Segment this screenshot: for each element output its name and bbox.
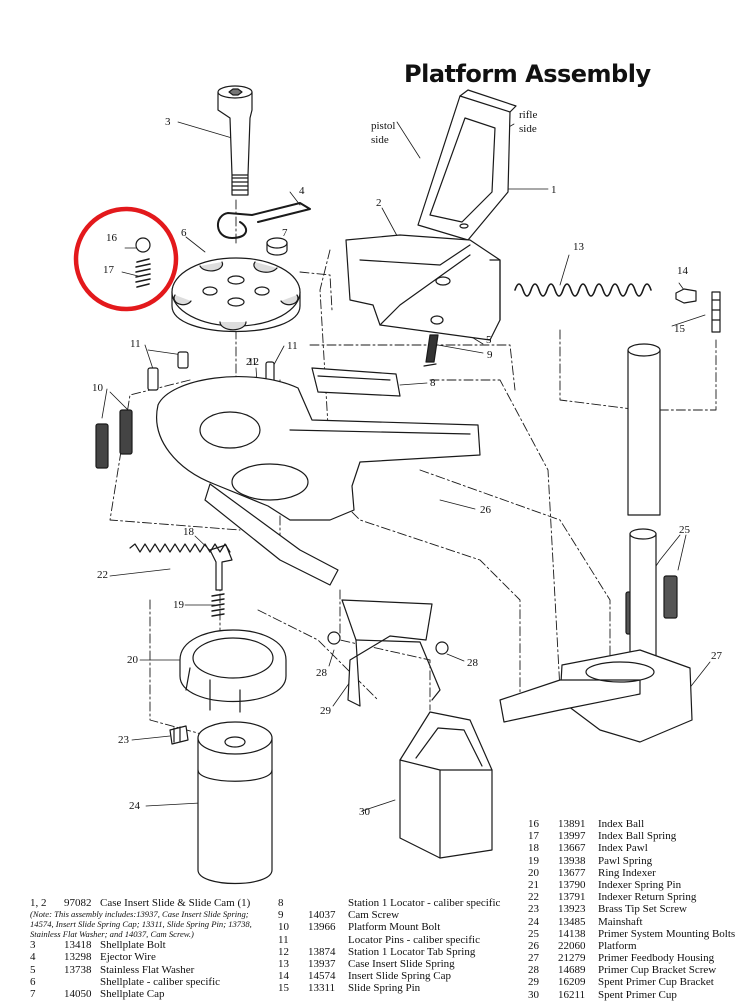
callout-12: 12	[248, 356, 259, 368]
indexer-return-spring-shape	[129, 543, 231, 553]
callout-28b: 28	[467, 657, 478, 669]
callout-25: 25	[679, 524, 690, 536]
case-insert-slide-shape	[345, 234, 501, 341]
spent-primer-cup-bracket-shape	[341, 599, 441, 707]
station-1-locator-shape	[311, 367, 401, 397]
callout-19: 19	[173, 599, 184, 611]
set-screw-shape	[169, 725, 189, 745]
callout-18: 18	[183, 526, 194, 538]
callout-26: 26	[480, 504, 491, 516]
pawl-spring-shape	[211, 593, 225, 617]
index-ball-shape	[135, 237, 151, 288]
callout-9: 9	[487, 349, 493, 361]
callout-7: 7	[282, 227, 288, 239]
callout-10: 10	[92, 382, 103, 394]
diagram-title: Platform Assembly	[404, 60, 651, 88]
pistol-side-label: pistol side	[371, 120, 396, 146]
callout-17: 17	[103, 264, 114, 276]
insert-slide-spring-cap-shape	[675, 288, 697, 304]
callout-8: 8	[430, 377, 436, 389]
mount-bolts-shape	[95, 409, 133, 469]
callout-11b: 11	[287, 340, 298, 352]
cam-screw-shape	[423, 334, 439, 367]
spent-primer-cup-shape	[399, 711, 493, 859]
index-pawl-shape	[209, 544, 233, 591]
callout-28a: 28	[316, 667, 327, 679]
callout-22: 22	[97, 569, 108, 581]
callout-16: 16	[106, 232, 117, 244]
rifle-side-label: rifle side	[519, 109, 538, 135]
primer-feed-tube-shape	[627, 343, 661, 669]
callout-14: 14	[677, 265, 688, 277]
assembly-note: (Note: This assembly includes:13937, Cas…	[30, 909, 252, 940]
shellplate-cap-shape	[266, 237, 288, 256]
callout-1: 1	[551, 184, 557, 196]
callout-27: 27	[711, 650, 722, 662]
callout-2: 2	[376, 197, 382, 209]
ejector-wire-shape	[217, 202, 311, 239]
callout-4: 4	[299, 185, 305, 197]
ring-indexer-shape	[179, 629, 287, 713]
platform-shape	[156, 376, 481, 586]
case-insert-slide-spring-shape	[514, 283, 652, 297]
callout-11a: 11	[130, 338, 141, 350]
callout-15: 15	[674, 323, 685, 335]
primer-feedbody-housing-shape	[499, 649, 693, 743]
callout-13: 13	[573, 241, 584, 253]
highlight-circle	[73, 206, 179, 312]
callout-29: 29	[320, 705, 331, 717]
slide-spring-pin-shape	[711, 291, 721, 333]
callout-20: 20	[127, 654, 138, 666]
callout-6: 6	[181, 227, 187, 239]
callout-21: 21	[246, 356, 257, 368]
callout-30: 30	[359, 806, 370, 818]
shellplate-bolt-shape	[217, 85, 253, 196]
callout-5: 5	[486, 334, 492, 346]
slide-cam-shape	[417, 89, 517, 241]
shellplate-shape	[171, 257, 301, 333]
mainshaft-shape	[197, 721, 273, 884]
bracket-screws-shape	[327, 631, 449, 655]
callout-24: 24	[129, 800, 140, 812]
callout-23: 23	[118, 734, 129, 746]
callout-3: 3	[165, 116, 171, 128]
